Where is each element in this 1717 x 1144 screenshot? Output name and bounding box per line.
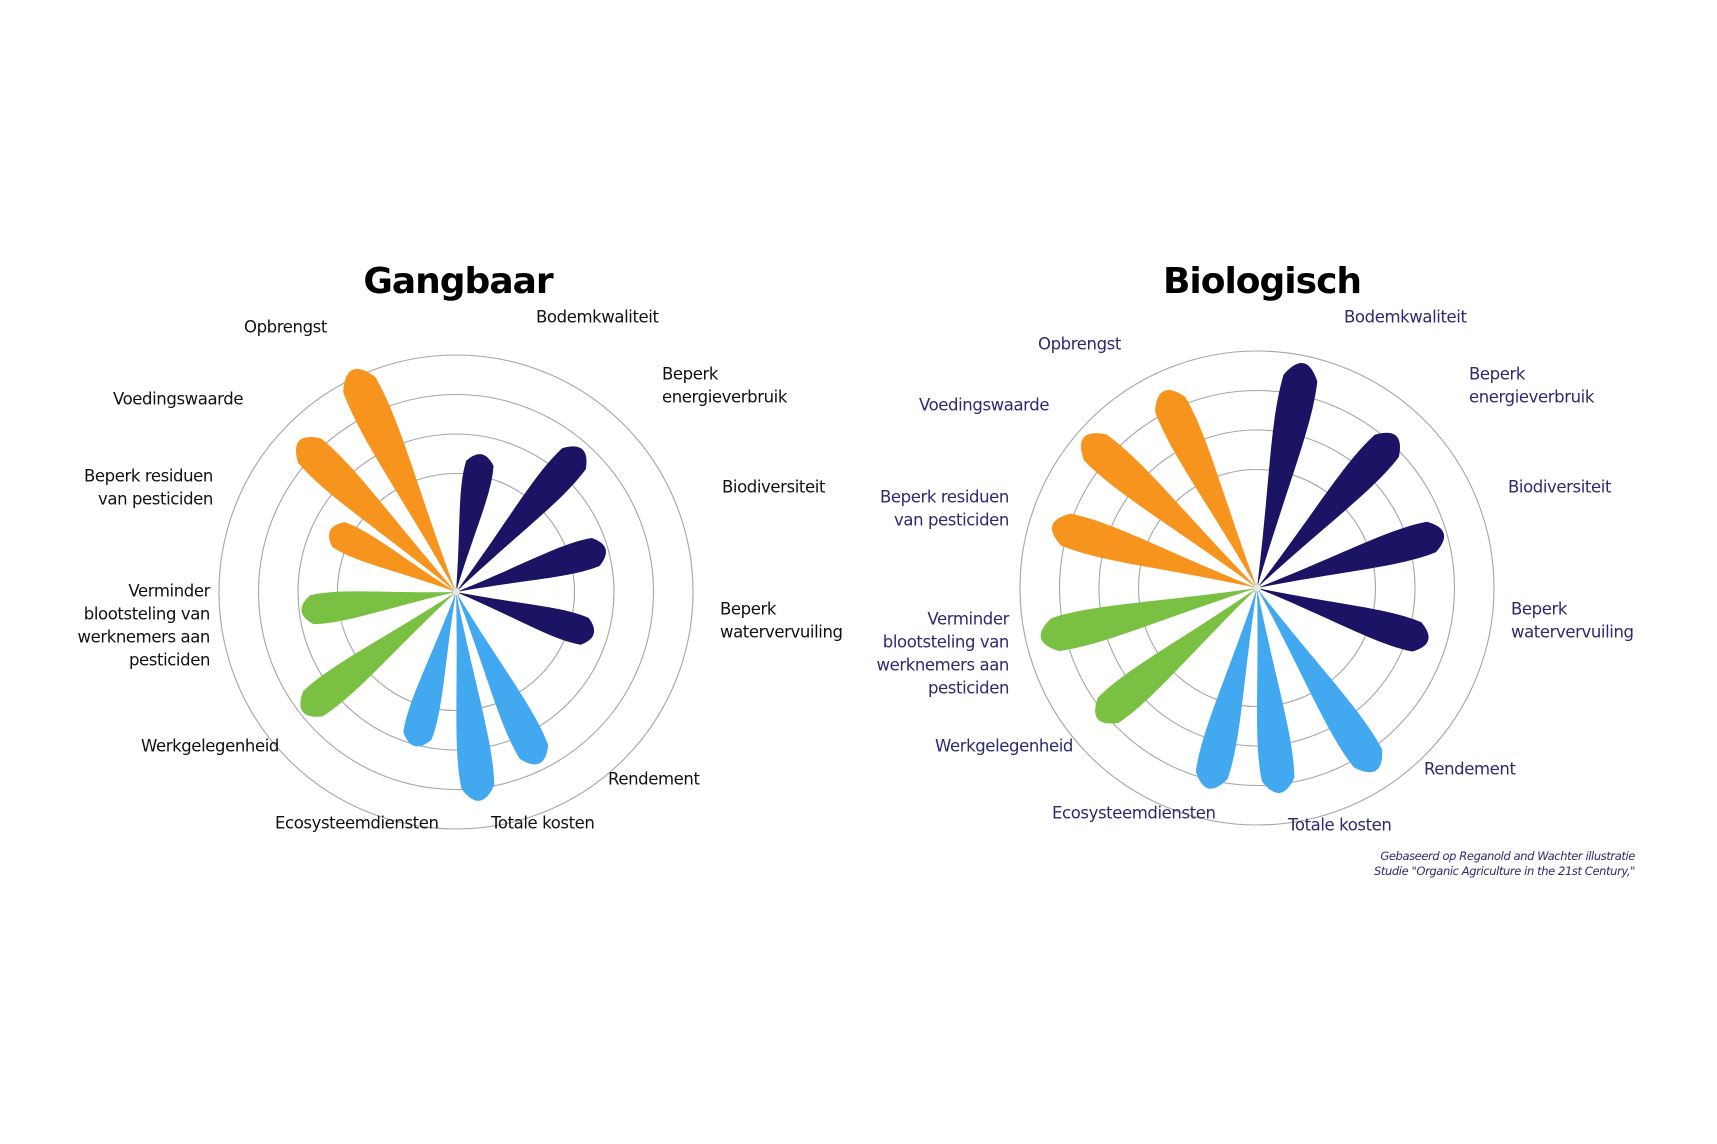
axis-label: blootsteling van xyxy=(883,633,1009,652)
axis-label: pesticiden xyxy=(928,679,1009,698)
grid-ring xyxy=(1098,429,1416,747)
grid-ring xyxy=(218,354,694,830)
grid-ring xyxy=(257,393,655,791)
axis-label: Verminder xyxy=(128,582,210,601)
petal-5 xyxy=(1257,588,1295,793)
petal-9 xyxy=(329,522,456,592)
axis-label: Ecosysteemdiensten xyxy=(275,814,439,833)
axis-label: Voedingswaarde xyxy=(113,390,243,409)
petal-8 xyxy=(301,591,456,625)
petal-10 xyxy=(1080,433,1257,588)
petal-5 xyxy=(456,592,495,801)
axis-label: Werkgelegenheid xyxy=(935,737,1073,756)
petal-3 xyxy=(456,592,595,645)
petal-10 xyxy=(296,437,456,592)
axis-label: Voedingswaarde xyxy=(919,396,1049,415)
axis-label: Beperk residuen xyxy=(84,467,213,486)
axis-label: Opbrengst xyxy=(1038,335,1122,354)
axis-label: watervervuiling xyxy=(1511,623,1634,642)
petal-11 xyxy=(1154,390,1257,588)
petal-2 xyxy=(456,538,606,592)
footnote-line-2: Studie "Organic Agriculture in the 21st … xyxy=(1374,864,1635,878)
axis-label: blootsteling van xyxy=(84,605,210,624)
axis-label: werknemers aan xyxy=(77,628,210,647)
axis-label: van pesticiden xyxy=(98,490,213,509)
petal-4 xyxy=(1257,588,1383,773)
grid-ring xyxy=(297,433,615,751)
axis-label: Beperk xyxy=(1511,600,1568,619)
axis-label: Rendement xyxy=(608,770,700,789)
petal-0 xyxy=(1257,363,1318,588)
axis-label: Totale kosten xyxy=(1287,816,1391,835)
grid-ring xyxy=(1137,468,1377,708)
axis-label: energieverbruik xyxy=(1469,388,1595,407)
axis-label: Beperk xyxy=(662,365,719,384)
petal-1 xyxy=(1257,432,1400,588)
axis-label: Bodemkwaliteit xyxy=(1344,308,1467,327)
grid-ring xyxy=(1058,389,1456,787)
axis-label: energieverbruik xyxy=(662,388,788,407)
petal-6 xyxy=(403,592,456,747)
axis-label: Ecosysteemdiensten xyxy=(1052,804,1216,823)
petal-7 xyxy=(300,592,456,717)
axis-label: Verminder xyxy=(927,610,1009,629)
petal-8 xyxy=(1040,588,1257,652)
axis-label: werknemers aan xyxy=(876,656,1009,675)
chart-title: Biologisch xyxy=(1163,261,1361,302)
petal-1 xyxy=(456,446,587,592)
center-dot xyxy=(1252,583,1262,593)
axis-label: Rendement xyxy=(1424,760,1516,779)
axis-label: pesticiden xyxy=(129,651,210,670)
petal-3 xyxy=(1257,588,1429,652)
petal-9 xyxy=(1051,513,1257,588)
axis-label: Beperk residuen xyxy=(880,488,1009,507)
grid-ring xyxy=(1019,350,1495,826)
axis-label: watervervuiling xyxy=(720,623,843,642)
petal-4 xyxy=(456,592,549,765)
axis-label: Bodemkwaliteit xyxy=(536,308,659,327)
axis-label: Beperk xyxy=(1469,365,1526,384)
axis-label: Werkgelegenheid xyxy=(141,737,279,756)
axis-label: Opbrengst xyxy=(244,318,328,337)
petal-6 xyxy=(1195,588,1257,789)
petal-11 xyxy=(343,368,456,592)
axis-label: Biodiversiteit xyxy=(1508,478,1612,497)
petal-2 xyxy=(1257,521,1445,588)
axis-label: van pesticiden xyxy=(894,511,1009,530)
axis-label: Beperk xyxy=(720,600,777,619)
petal-7 xyxy=(1095,588,1257,724)
petal-0 xyxy=(456,454,494,592)
footnote-line-1: Gebaseerd op Reganold and Wachter illust… xyxy=(1380,849,1635,863)
axis-label: Biodiversiteit xyxy=(722,478,826,497)
chart-title: Gangbaar xyxy=(363,261,554,302)
axis-label: Totale kosten xyxy=(490,814,594,833)
center-dot xyxy=(451,587,461,597)
